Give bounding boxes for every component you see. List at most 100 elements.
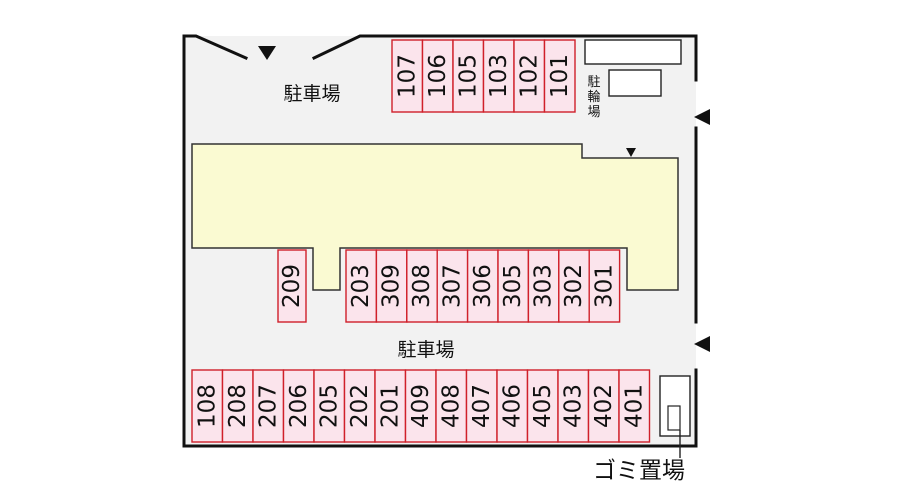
- parking-slot-box: [375, 249, 408, 323]
- parking-slot-number: 205: [316, 384, 342, 428]
- bicycle-parking-label-char: 場: [587, 105, 600, 120]
- parking-slot-302: 302: [558, 249, 590, 323]
- parking-slot-number: 401: [621, 384, 647, 428]
- parking-slot-number: 209: [279, 264, 305, 308]
- parking-slot-303: 303: [527, 249, 560, 323]
- parking-slot-number: 206: [286, 384, 312, 428]
- parking-slot-box: [588, 249, 621, 323]
- parking-slot-box: [252, 369, 285, 443]
- bicycle-parking-label-char: 輪: [587, 89, 600, 105]
- parking-slot-number: 207: [255, 384, 281, 428]
- parking-slot-number: 108: [194, 384, 220, 428]
- parking-slot-number: 203: [348, 264, 374, 308]
- parking-slot-number: 303: [531, 264, 557, 308]
- parking-slot-number: 308: [409, 264, 435, 308]
- parking-slot-407: 407: [465, 369, 498, 443]
- parking-slot-box: [497, 249, 530, 323]
- parking-slot-box: [527, 249, 560, 323]
- parking-slot-number: 309: [379, 264, 405, 308]
- bicycle-rack-small: [608, 69, 662, 97]
- parking-slot-number: 102: [516, 54, 542, 98]
- parking-slot-406: 406: [496, 369, 529, 443]
- parking-slot-106: 106: [421, 39, 454, 113]
- parking-slot-number: 306: [470, 264, 496, 308]
- parking-slot-number: 406: [499, 384, 525, 428]
- parking-slot-402: 402: [587, 369, 620, 443]
- entrance-arrow-right-upper-icon: [694, 109, 710, 125]
- parking-slot-301: 301: [588, 249, 621, 323]
- parking-slot-207: 207: [252, 369, 285, 443]
- parking-slot-305: 305: [497, 249, 530, 323]
- parking-slot-box: [526, 369, 559, 443]
- parking-slot-number: 106: [425, 54, 451, 98]
- parking-slot-number: 302: [561, 264, 587, 308]
- parking-slot-409: 409: [404, 369, 437, 443]
- parking-slot-number: 107: [394, 54, 420, 98]
- entrance-arrow-building-icon: [626, 148, 636, 157]
- entrance-arrow-right-lower-icon: [694, 336, 710, 352]
- parking-label-top: 駐車場: [283, 83, 340, 105]
- parking-slot-box: [543, 39, 576, 113]
- parking-slot-number: 402: [591, 384, 617, 428]
- parking-slot-box: [282, 369, 315, 443]
- parking-slot-box: [618, 369, 651, 443]
- parking-slot-107: 107: [391, 39, 424, 113]
- parking-slot-108: 108: [191, 369, 224, 443]
- parking-slot-309: 309: [375, 249, 408, 323]
- parking-slot-box: [391, 39, 424, 113]
- parking-slot-box: [558, 249, 590, 323]
- parking-slot-number: 409: [408, 384, 434, 428]
- parking-slot-103: 103: [482, 39, 515, 113]
- parking-slot-number: 201: [377, 384, 403, 428]
- parking-slot-number: 208: [225, 384, 251, 428]
- parking-slot-box: [404, 369, 437, 443]
- parking-slot-number: 305: [500, 264, 526, 308]
- bicycle-parking-label-char: 駐: [587, 75, 600, 90]
- parking-slot-box: [435, 369, 468, 443]
- parking-slot-307: 307: [436, 249, 469, 323]
- parking-slot-box: [482, 39, 515, 113]
- parking-slot-box: [513, 39, 546, 113]
- parking-slot-101: 101: [543, 39, 576, 113]
- parking-slot-206: 206: [282, 369, 315, 443]
- parking-slot-box: [452, 39, 485, 113]
- bicycle-parking-label: 駐輪場: [587, 75, 600, 120]
- parking-slot-408: 408: [435, 369, 468, 443]
- parking-slot-number: 307: [439, 264, 465, 308]
- parking-slot-401: 401: [618, 369, 651, 443]
- parking-slot-209: 209: [277, 249, 307, 323]
- parking-slot-number: 407: [469, 384, 495, 428]
- parking-slot-box: [345, 249, 378, 323]
- parking-slot-number: 405: [530, 384, 556, 428]
- parking-slot-box: [313, 369, 346, 443]
- parking-slot-202: 202: [343, 369, 376, 443]
- parking-slot-box: [436, 249, 469, 323]
- parking-slot-number: 202: [347, 384, 373, 428]
- parking-slot-403: 403: [557, 369, 590, 443]
- parking-slot-number: 301: [591, 264, 617, 308]
- parking-slot-box: [277, 249, 307, 323]
- parking-slot-number: 103: [486, 54, 512, 98]
- garbage-area-label: ゴミ置場: [593, 458, 685, 484]
- parking-slot-box: [421, 39, 454, 113]
- parking-slot-208: 208: [221, 369, 254, 443]
- bicycle-rack-large: [584, 39, 682, 65]
- parking-slot-box: [587, 369, 620, 443]
- parking-slot-number: 408: [438, 384, 464, 428]
- parking-slot-number: 403: [560, 384, 586, 428]
- parking-slot-box: [374, 369, 407, 443]
- parking-slot-306: 306: [466, 249, 499, 323]
- parking-label-bottom: 駐車場: [397, 339, 454, 361]
- parking-slot-205: 205: [313, 369, 346, 443]
- entrance-arrow-top-icon: [258, 46, 276, 60]
- parking-slot-201: 201: [374, 369, 407, 443]
- lot-boundary: [182, 34, 698, 448]
- parking-slot-105: 105: [452, 39, 485, 113]
- parking-slot-203: 203: [345, 249, 378, 323]
- parking-slot-102: 102: [513, 39, 546, 113]
- parking-slot-number: 101: [547, 54, 573, 98]
